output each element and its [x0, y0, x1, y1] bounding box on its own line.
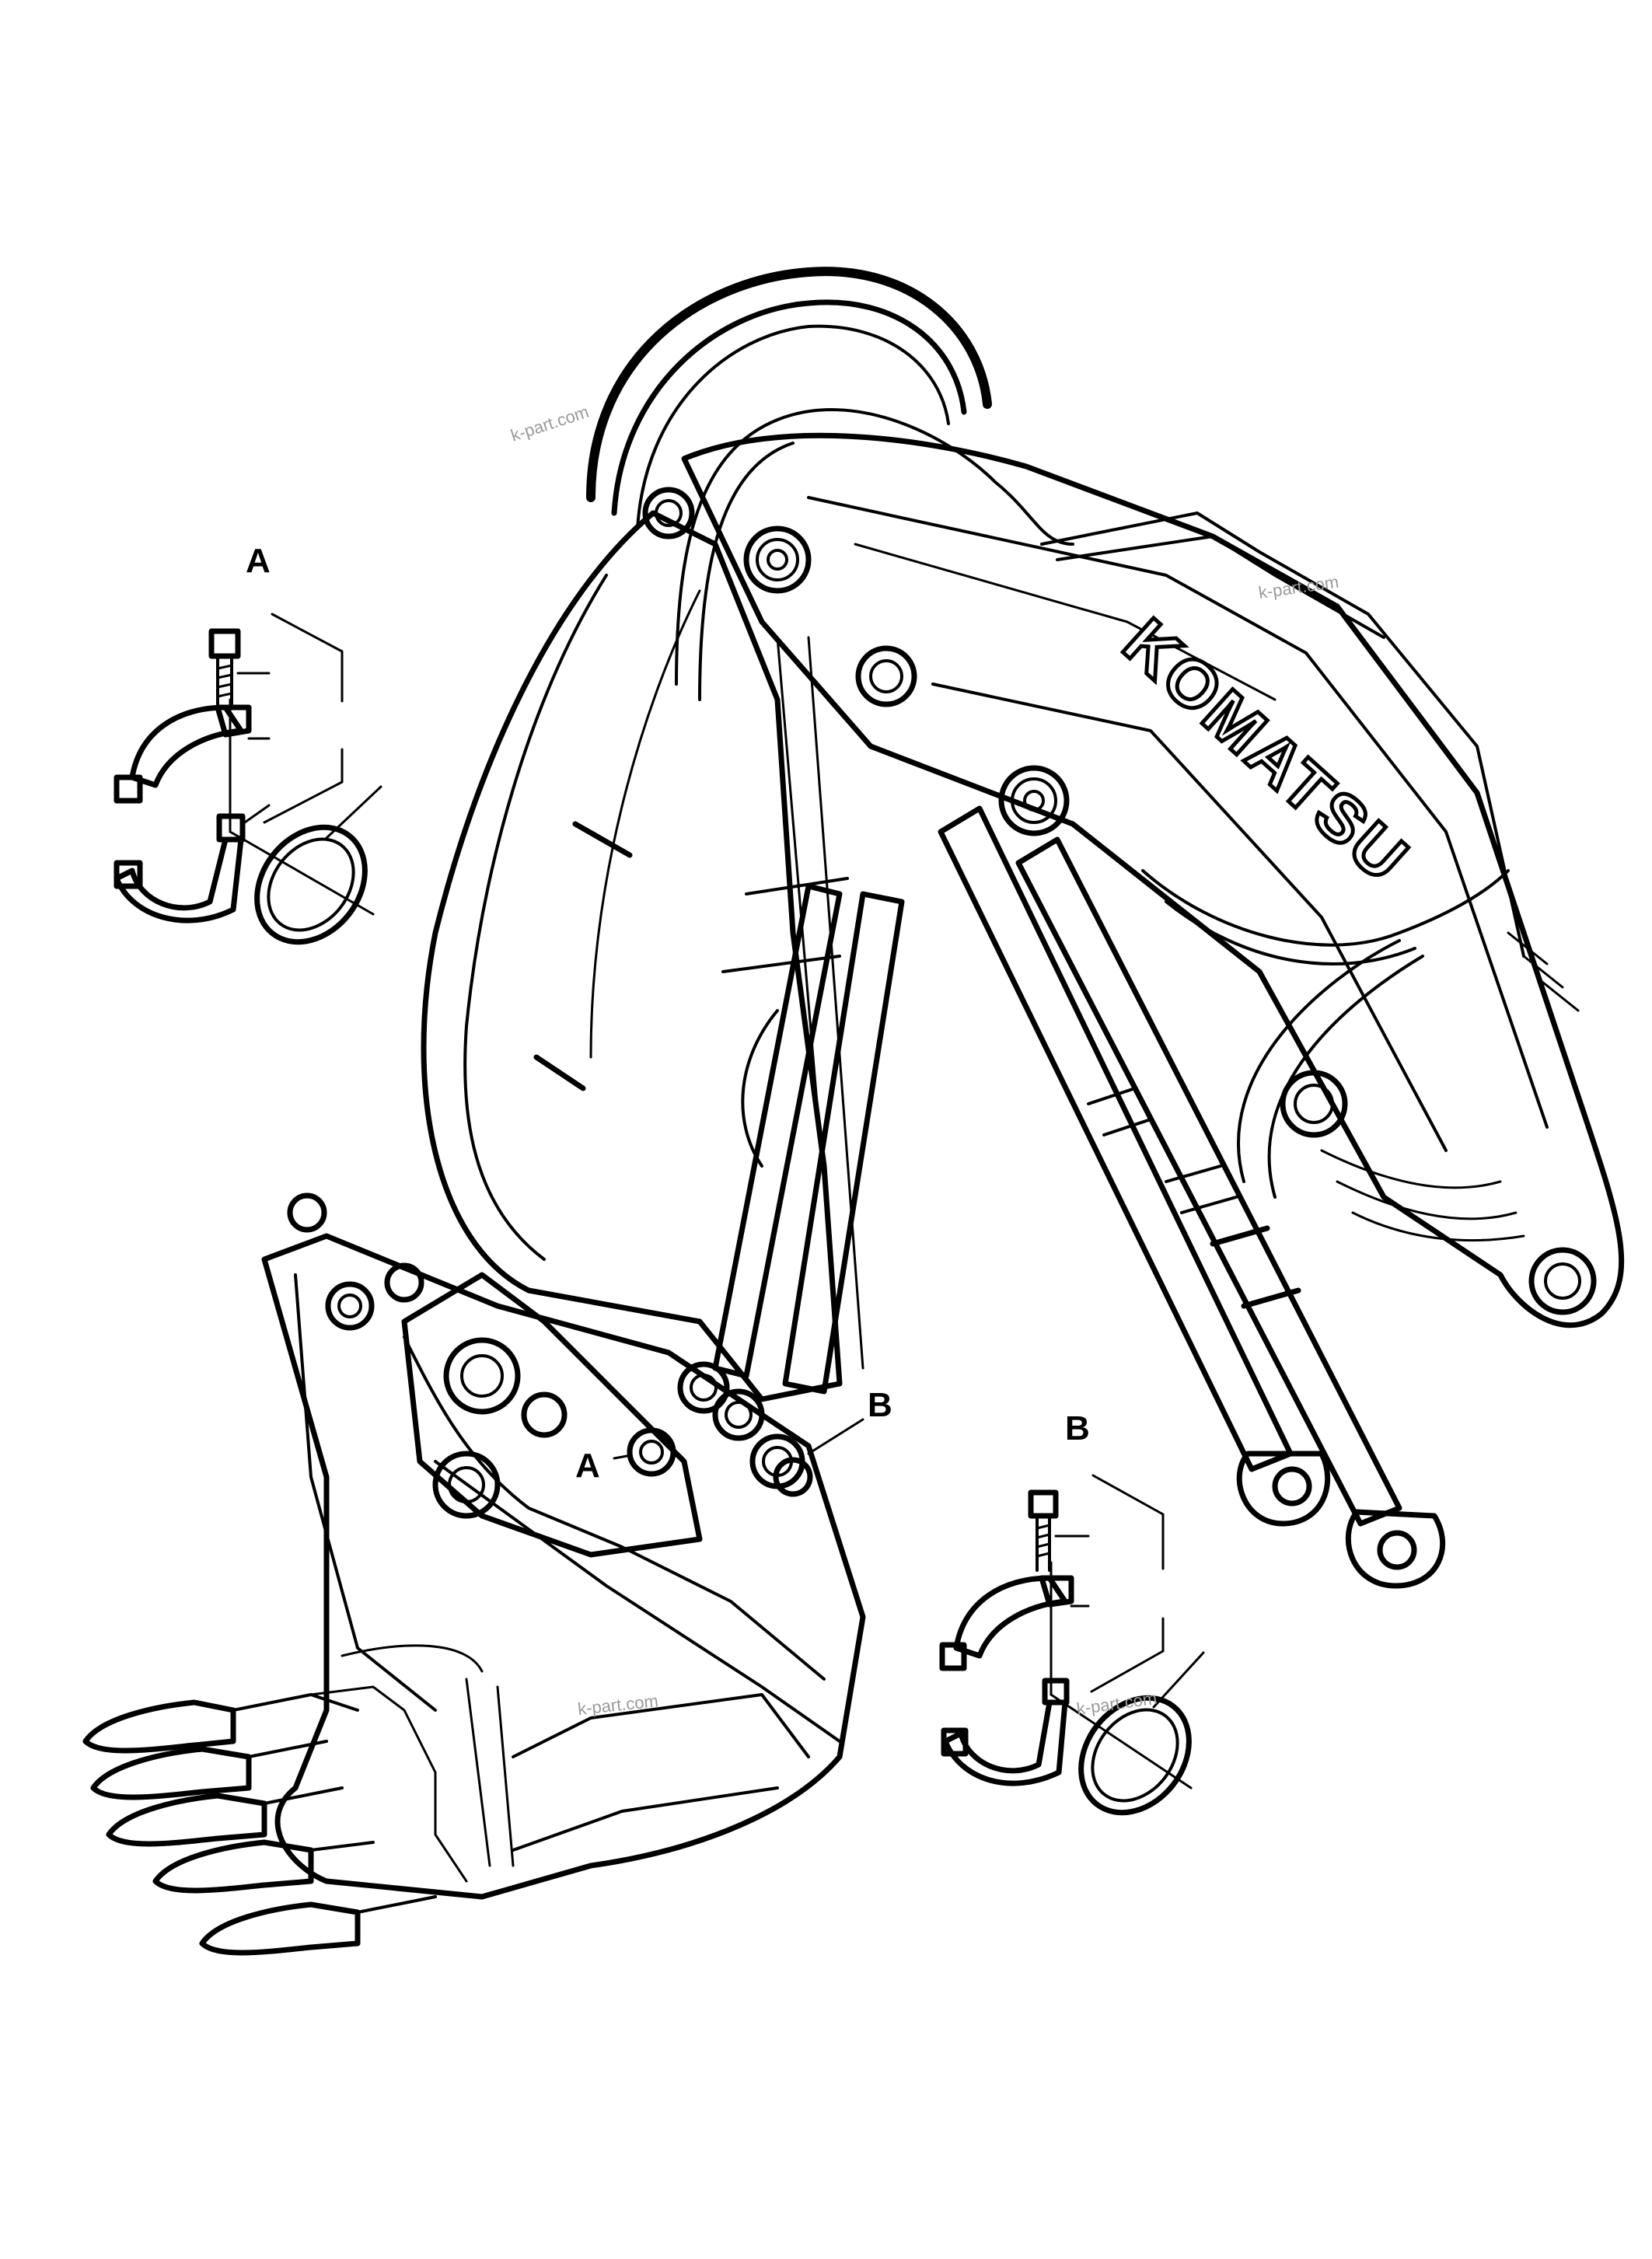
callout-leaders [613, 1418, 864, 1460]
watermark: k-part.com [508, 402, 592, 445]
boom-cylinders [938, 805, 1446, 1589]
detail-b [939, 1474, 1205, 1816]
pin-bosses [642, 487, 1348, 1138]
watermark: k-part.com [1075, 1688, 1158, 1719]
boom-foot-pin [1528, 1247, 1597, 1315]
callout-label-b: B [868, 1386, 892, 1424]
pin-a [627, 1427, 676, 1477]
boom [681, 432, 1625, 1329]
lower-half-clamp-icon [114, 836, 244, 924]
o-ring-icon [254, 824, 368, 945]
upper-half-clamp-icon [953, 1575, 1068, 1659]
watermark: k-part.com [577, 1691, 659, 1719]
detail-b-title: B [1065, 1409, 1090, 1447]
callout-label-a: A [575, 1447, 600, 1485]
boom-hoses [675, 408, 1580, 1199]
brand-label: KOMATSU [1109, 605, 1423, 898]
lower-half-clamp-icon [942, 1699, 1068, 1786]
o-ring-icon [1078, 1695, 1192, 1816]
top-hose-bundle [586, 267, 992, 530]
bucket-cylinder [712, 877, 905, 1395]
bolt-icon [208, 628, 241, 659]
detail-a [114, 613, 382, 945]
bucket-teeth [82, 1685, 468, 1956]
arm [421, 510, 864, 1402]
detail-a-title: A [246, 542, 271, 580]
bucket [261, 1192, 866, 1900]
upper-half-clamp-icon [129, 704, 244, 788]
bolt-icon [1028, 1489, 1059, 1519]
